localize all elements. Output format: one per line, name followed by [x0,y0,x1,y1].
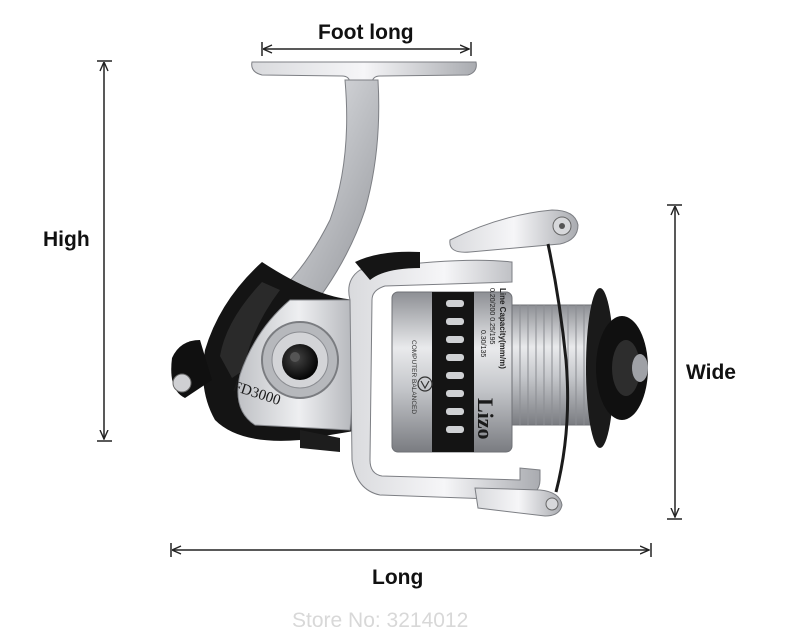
spool-capacity-title: Line Capacity(mm/m) [498,288,507,369]
computer-balanced-badge: COMPUTER BALANCED [410,340,433,414]
spool-capacity-line-1: 0.20/200 0.25/195 [488,288,495,345]
rotor-frame [348,259,541,501]
foot-long-label: Foot long [318,21,414,44]
bail-wire [546,243,570,493]
badge-text: COMPUTER BALANCED [410,340,417,414]
reel-brand-mark: Lizo [473,398,498,440]
long-label: Long [372,566,424,589]
fishing-reel-illustration: FD3000 [171,61,648,517]
dimension-wide [667,204,682,520]
dimension-foot-long [261,42,472,56]
dimension-high [97,60,112,442]
dimension-long [170,543,652,557]
store-number-watermark: Store No: 3214012 [292,609,469,632]
wide-label: Wide [686,361,736,384]
handle-knob [171,340,212,398]
spool [391,288,648,453]
bail-arm-bottom [474,487,563,517]
bail-arm-top [449,209,579,253]
spool-capacity-line-2: 0.30/135 [479,330,486,357]
high-label: High [43,228,90,251]
crank-hub [261,321,339,399]
